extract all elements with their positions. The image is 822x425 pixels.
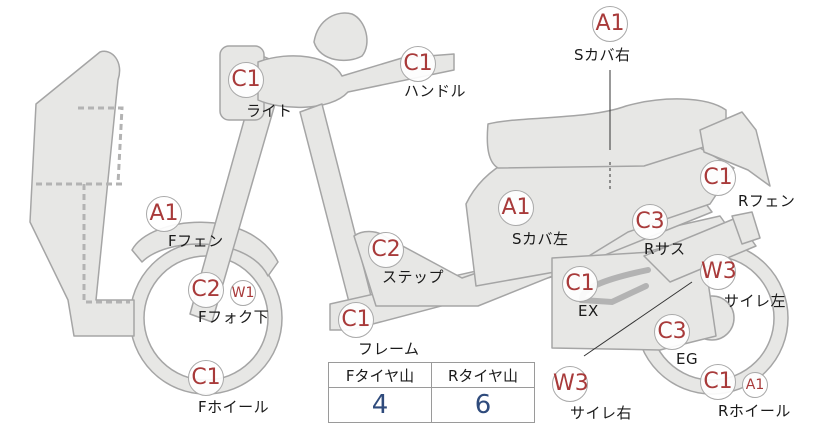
label-f-wheel: Fホイール	[198, 398, 270, 416]
grade-badge-silencer-right: W3	[552, 366, 589, 402]
label-engine: EG	[676, 350, 699, 368]
label-step: ステップ	[382, 268, 445, 286]
label-r-wheel: Rホイール	[718, 402, 791, 420]
label-silencer-left: サイレ左	[724, 292, 787, 310]
grade-badge-handle: C1	[400, 46, 436, 82]
value-front-tire: 4	[328, 387, 432, 423]
label-r-suspension: Rサス	[644, 240, 686, 258]
label-r-fender: Rフェン	[738, 192, 796, 210]
leg-shield-shape	[29, 50, 135, 337]
mirror-shape	[313, 12, 368, 62]
grade-badge-f-fork: C2	[188, 272, 224, 308]
label-f-fork: Fフォク下	[198, 308, 270, 326]
tire-tread-table: Fタイヤ山 Rタイヤ山 4 6	[328, 362, 535, 423]
grade-badge-s-cover-right: A1	[592, 6, 628, 42]
header-rear-tire: Rタイヤ山	[431, 362, 535, 388]
frame-upper-tube-shape	[299, 103, 373, 307]
grade-badge-r-fender: C1	[700, 160, 736, 196]
grade-badge-r-suspension: C3	[632, 204, 668, 240]
grade-badge-s-cover-left: A1	[498, 190, 534, 226]
sub-grade-badge-f-fork: W1	[230, 280, 256, 306]
seat-shape	[486, 98, 727, 169]
grade-badge-frame: C1	[338, 302, 374, 338]
grade-badge-f-wheel: C1	[188, 360, 224, 396]
leader-line-silencer-right	[583, 281, 693, 357]
tire-table-value-row: 4 6	[328, 387, 535, 423]
grade-badge-r-wheel: C1	[700, 364, 736, 400]
leg-shield-seam-a	[78, 106, 124, 185]
label-f-fender: Fフェン	[168, 232, 224, 250]
label-exhaust: EX	[578, 302, 599, 320]
label-frame: フレーム	[358, 340, 420, 358]
suspension-clamp-shape	[731, 211, 761, 245]
rear-fender-shape	[699, 111, 771, 187]
rear-suspension-shape	[643, 217, 757, 283]
grade-badge-f-fender: A1	[146, 196, 182, 232]
value-rear-tire: 6	[431, 387, 535, 423]
grade-badge-exhaust: C1	[562, 266, 598, 302]
header-front-tire: Fタイヤ山	[328, 362, 432, 388]
grade-badge-silencer-left: W3	[700, 254, 737, 290]
sub-grade-badge-r-wheel: A1	[742, 372, 768, 398]
label-light: ライト	[246, 102, 293, 120]
grade-badge-light: C1	[228, 62, 264, 98]
grade-badge-step: C2	[368, 232, 404, 268]
label-s-cover-right: Sカバ右	[574, 46, 631, 64]
label-silencer-right: サイレ右	[570, 404, 633, 422]
grade-badge-engine: C3	[654, 314, 690, 350]
tire-table-header-row: Fタイヤ山 Rタイヤ山	[328, 362, 535, 388]
label-s-cover-left: Sカバ左	[512, 230, 569, 248]
label-handle: ハンドル	[404, 82, 467, 100]
